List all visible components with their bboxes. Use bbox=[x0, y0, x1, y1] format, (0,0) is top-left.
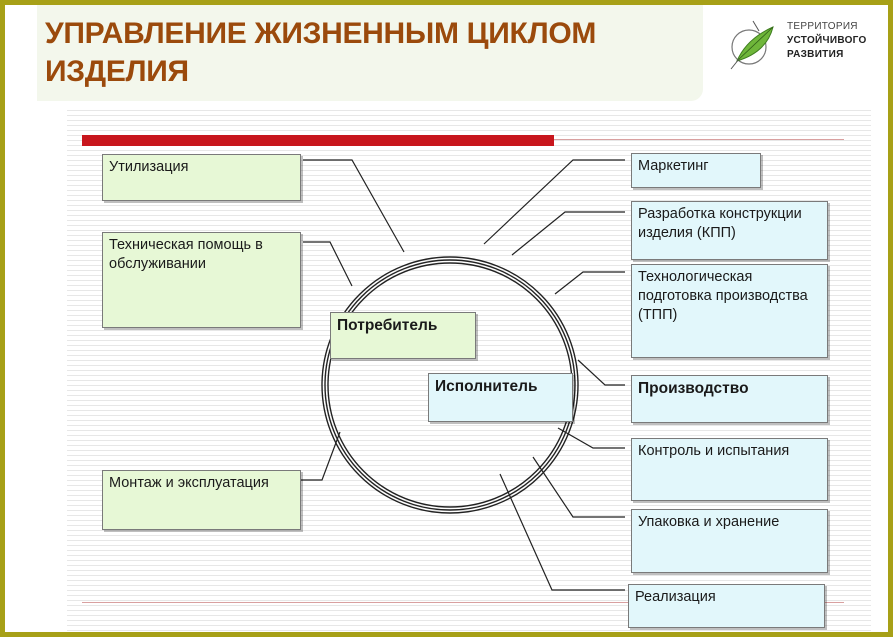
connector-installation bbox=[297, 431, 341, 481]
box-utilization-label: Утилизация bbox=[109, 159, 189, 175]
title-line-2: ИЗДЕЛИЯ bbox=[45, 55, 189, 88]
title-line-1: УПРАВЛЕНИЕ ЖИЗНЕННЫМ ЦИКЛОМ bbox=[45, 17, 597, 50]
box-control: Контроль и испытания bbox=[631, 438, 828, 501]
box-production: Производство bbox=[631, 375, 828, 423]
box-sales-label: Реализация bbox=[635, 589, 716, 605]
box-control-label: Контроль и испытания bbox=[638, 443, 790, 459]
box-design-label: Разработка конструкции изделия (КПП) bbox=[638, 206, 802, 241]
box-tech-support: Техническая помощь в обслуживании bbox=[102, 232, 301, 328]
connector-sales bbox=[499, 473, 625, 591]
logo: ТЕРРИТОРИЯ УСТОЙЧИВОГО РАЗВИТИЯ bbox=[729, 17, 879, 73]
leaf-circle-icon bbox=[730, 20, 774, 70]
box-packaging-label: Упаковка и хранение bbox=[638, 514, 780, 530]
box-utilization: Утилизация bbox=[102, 154, 301, 201]
connector-utilization bbox=[303, 159, 405, 253]
title-band bbox=[37, 5, 703, 101]
slide-title: УПРАВЛЕНИЕ ЖИЗНЕННЫМ ЦИКЛОМ ИЗДЕЛИЯ bbox=[45, 15, 685, 91]
connector-packaging bbox=[532, 456, 625, 518]
connector-production bbox=[577, 359, 625, 386]
box-installation-label: Монтаж и эксплуатация bbox=[109, 475, 269, 491]
connector-design bbox=[511, 211, 625, 256]
connector-tech-support bbox=[303, 241, 353, 287]
bottom-rule bbox=[82, 602, 844, 603]
box-marketing-label: Маркетинг bbox=[638, 158, 709, 174]
connector-tpp bbox=[554, 271, 625, 295]
box-tpp-label: Технологическая подготовка производства … bbox=[638, 269, 808, 323]
logo-text-line-1: ТЕРРИТОРИЯ bbox=[787, 21, 858, 32]
box-installation: Монтаж и эксплуатация bbox=[102, 470, 301, 530]
logo-text-line-2: УСТОЙЧИВОГО bbox=[787, 35, 867, 46]
box-consumer: Потребитель bbox=[330, 312, 476, 359]
logo-text-line-3: РАЗВИТИЯ bbox=[787, 49, 844, 60]
box-tech-support-label: Техническая помощь в обслуживании bbox=[109, 237, 263, 272]
box-consumer-label: Потребитель bbox=[337, 317, 438, 334]
connector-control bbox=[557, 427, 625, 449]
box-packaging: Упаковка и хранение bbox=[631, 509, 828, 573]
box-production-label: Производство bbox=[638, 380, 749, 397]
box-executor-label: Исполнитель bbox=[435, 378, 538, 395]
connector-marketing bbox=[483, 159, 625, 245]
box-sales: Реализация bbox=[628, 584, 825, 628]
accent-rule bbox=[554, 139, 844, 140]
box-marketing: Маркетинг bbox=[631, 153, 761, 188]
box-executor: Исполнитель bbox=[428, 373, 573, 422]
accent-bar bbox=[82, 135, 554, 146]
box-design: Разработка конструкции изделия (КПП) bbox=[631, 201, 828, 260]
box-tpp: Технологическая подготовка производства … bbox=[631, 264, 828, 358]
